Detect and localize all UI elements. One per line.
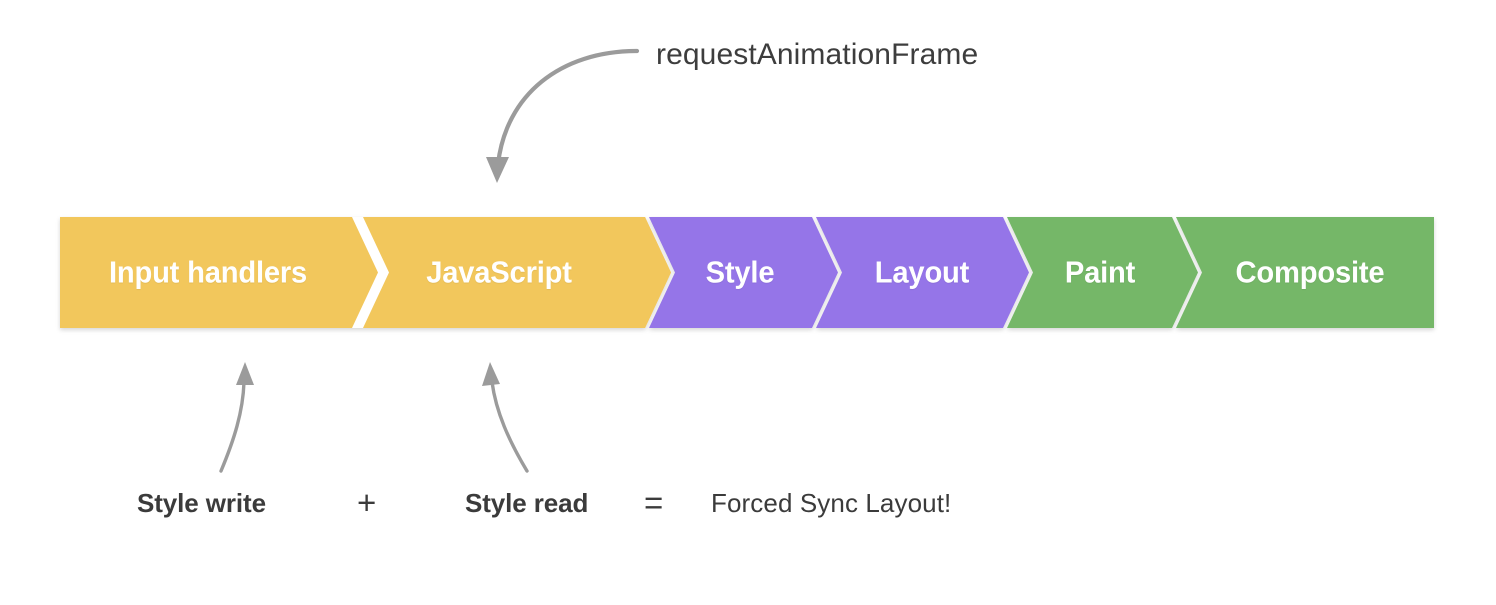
stage-label-paint: Paint <box>1064 254 1136 290</box>
stage-label-style: Style <box>705 254 775 290</box>
raf-arrow <box>486 48 640 183</box>
pipeline-chevron-band <box>60 217 1434 328</box>
plus-operator: + <box>357 484 377 521</box>
chevron-javascript <box>363 217 671 328</box>
chevron-separator-js <box>352 217 389 328</box>
style-read-arrow <box>482 362 529 473</box>
raf-annotation-label: requestAnimationFrame <box>656 38 979 71</box>
stage-label-composite: Composite <box>1235 254 1385 290</box>
style-write-arrow <box>219 362 254 473</box>
style-write-label: Style write <box>137 488 266 518</box>
forced-sync-layout-label: Forced Sync Layout! <box>711 488 952 518</box>
chevron-composite <box>1176 217 1434 328</box>
stage-label-javascript: JavaScript <box>426 254 572 290</box>
stage-label-input-handlers: Input handlers <box>108 254 308 290</box>
chevron-style <box>649 217 838 328</box>
chevron-layout <box>816 217 1029 328</box>
style-read-label: Style read <box>465 488 589 518</box>
chevron-paint <box>1007 217 1198 328</box>
equals-operator: = <box>644 484 664 521</box>
stage-label-layout: Layout <box>874 254 970 290</box>
